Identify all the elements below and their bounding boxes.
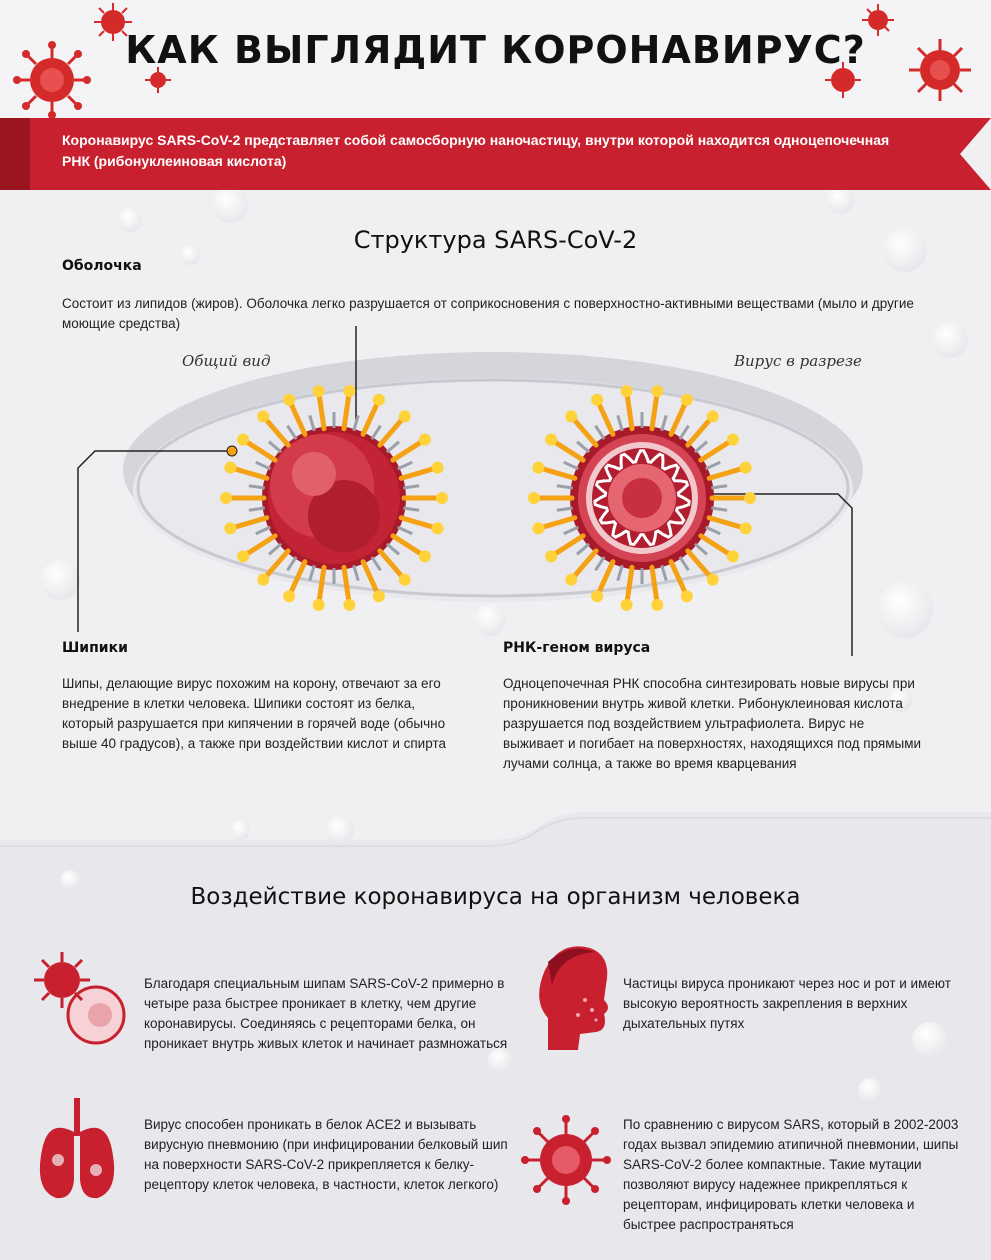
virus-general-view <box>262 426 406 570</box>
virus-icon <box>909 39 971 101</box>
genome-label: РНК-геном вируса <box>503 640 651 656</box>
virus-icon <box>94 3 132 41</box>
virus-icon <box>862 4 894 36</box>
rna-genome-ring <box>593 449 691 547</box>
lungs-icon <box>39 1098 115 1199</box>
spikes-text: Шипы, делающие вирус похожим на корону, … <box>62 676 446 751</box>
spikes-cross-section <box>528 385 756 611</box>
banner-text: Коронавирус SARS-CoV-2 представляет собо… <box>62 132 890 169</box>
page-title: КАК ВЫГЛЯДИТ КОРОНАВИРУС? <box>125 28 866 72</box>
banner-ribbon <box>0 118 991 190</box>
spikes-general-view <box>220 385 448 611</box>
envelope-text: Состоит из липидов (жиров). Оболочка лег… <box>62 296 914 331</box>
impact-item-3-text: Вирус способен проникать в белок ACE2 и … <box>144 1117 508 1192</box>
head-profile-icon <box>539 946 608 1050</box>
impact-title: Воздействие коронавируса на организм чел… <box>190 884 801 910</box>
virus-icon <box>145 67 171 93</box>
virus-icon <box>825 62 861 98</box>
virus-icon <box>521 1115 611 1205</box>
impact-item-2-text: Частицы вируса проникают через нос и рот… <box>623 976 951 1031</box>
cross-section-caption: Вирус в разрезе <box>734 352 862 370</box>
impact-item-1-text: Благодаря специальным шипам SARS-CoV-2 п… <box>144 976 508 1051</box>
virus-cell-icon <box>34 952 126 1045</box>
virus-icon <box>13 41 91 119</box>
spikes-label: Шипики <box>62 640 128 656</box>
envelope-label: Оболочка <box>62 258 142 274</box>
impact-item-4-text: По сравнению с вирусом SARS, который в 2… <box>623 1117 959 1232</box>
general-view-caption: Общий вид <box>182 352 271 370</box>
structure-title: Структура SARS-CoV-2 <box>353 226 638 254</box>
genome-text: Одноцепочечная РНК способна синтезироват… <box>503 676 922 771</box>
